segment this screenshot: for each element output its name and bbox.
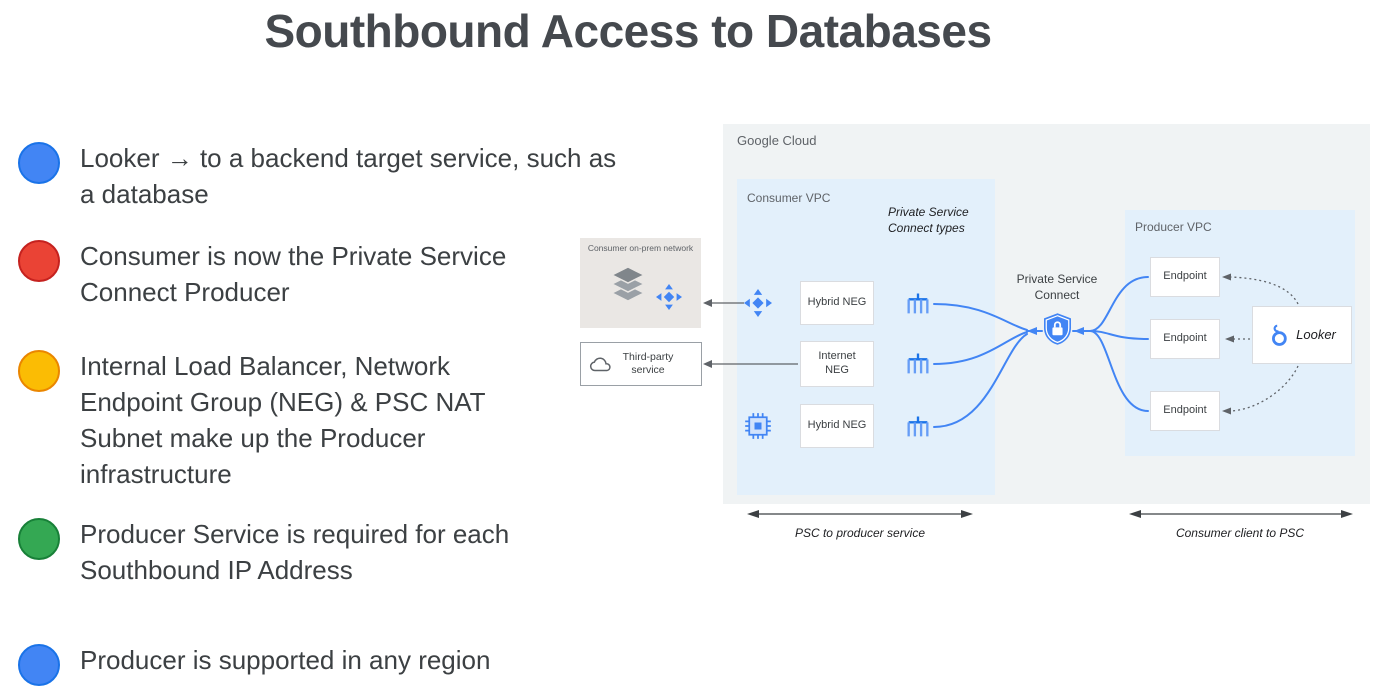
bullet-item-1: Looker → to a backend target service, su… [18, 140, 625, 212]
bullet-marker-red [18, 240, 60, 282]
looker-label: Looker [1296, 326, 1336, 342]
internet-neg-box: Internet NEG [800, 341, 874, 387]
consumer-client-to-psc-label: Consumer client to PSC [1175, 526, 1305, 540]
psc-types-label: Private Service Connect types [888, 205, 969, 235]
bullet-text: Producer Service is required for each So… [80, 519, 510, 585]
google-cloud-label: Google Cloud [737, 133, 817, 148]
cloud-icon [588, 354, 613, 374]
interconnect-arrows-icon [656, 284, 682, 310]
internet-neg-label: Internet NEG [818, 350, 856, 376]
consumer-vpc-label: Consumer VPC [747, 191, 831, 205]
bullet-text: Internal Load Balancer, Network Endpoint… [80, 351, 486, 489]
bullet-text: Consumer is now the Private Service Conn… [80, 241, 507, 307]
load-balancer-arrows-icon [744, 289, 772, 317]
bullet-marker-blue [18, 142, 60, 184]
bullet-item-2: Consumer is now the Private Service Conn… [18, 238, 550, 310]
endpoint-box-3: Endpoint [1150, 391, 1220, 431]
compute-chip-icon [744, 412, 772, 440]
bullet-text: Looker → to a backend target service, su… [80, 143, 617, 209]
hybrid-neg-box-bottom: Hybrid NEG [800, 404, 874, 448]
producer-vpc-label: Producer VPC [1135, 220, 1212, 234]
bullet-marker-green [18, 518, 60, 560]
third-party-service-box: Third-party service [580, 342, 702, 386]
onprem-network-label: Consumer on-prem network [587, 243, 694, 253]
server-stack-icon [608, 264, 648, 306]
endpoint-box-2: Endpoint [1150, 319, 1220, 359]
bullet-item-3: Internal Load Balancer, Network Endpoint… [18, 348, 495, 492]
third-party-service-label: Third-party service [622, 350, 674, 376]
endpoint-box-1: Endpoint [1150, 257, 1220, 297]
private-service-connect-label: Private Service Connect [1016, 272, 1098, 302]
bullet-item-4: Producer Service is required for each So… [18, 516, 600, 588]
psc-to-producer-label: PSC to producer service [794, 526, 926, 540]
bullet-marker-blue [18, 644, 60, 686]
forwarding-rule-icon [904, 350, 932, 378]
hybrid-neg-box-top: Hybrid NEG [800, 281, 874, 325]
forwarding-rule-icon [904, 290, 932, 318]
looker-box: Looker [1252, 306, 1352, 364]
shield-lock-icon [1044, 313, 1071, 345]
bullet-marker-yellow [18, 350, 60, 392]
slide-title: Southbound Access to Databases [264, 5, 992, 57]
bullet-text: Producer is supported in any region [80, 645, 491, 675]
looker-icon [1268, 324, 1289, 347]
forwarding-rule-icon [904, 413, 932, 441]
bullet-item-5: Producer is supported in any region [18, 642, 490, 686]
